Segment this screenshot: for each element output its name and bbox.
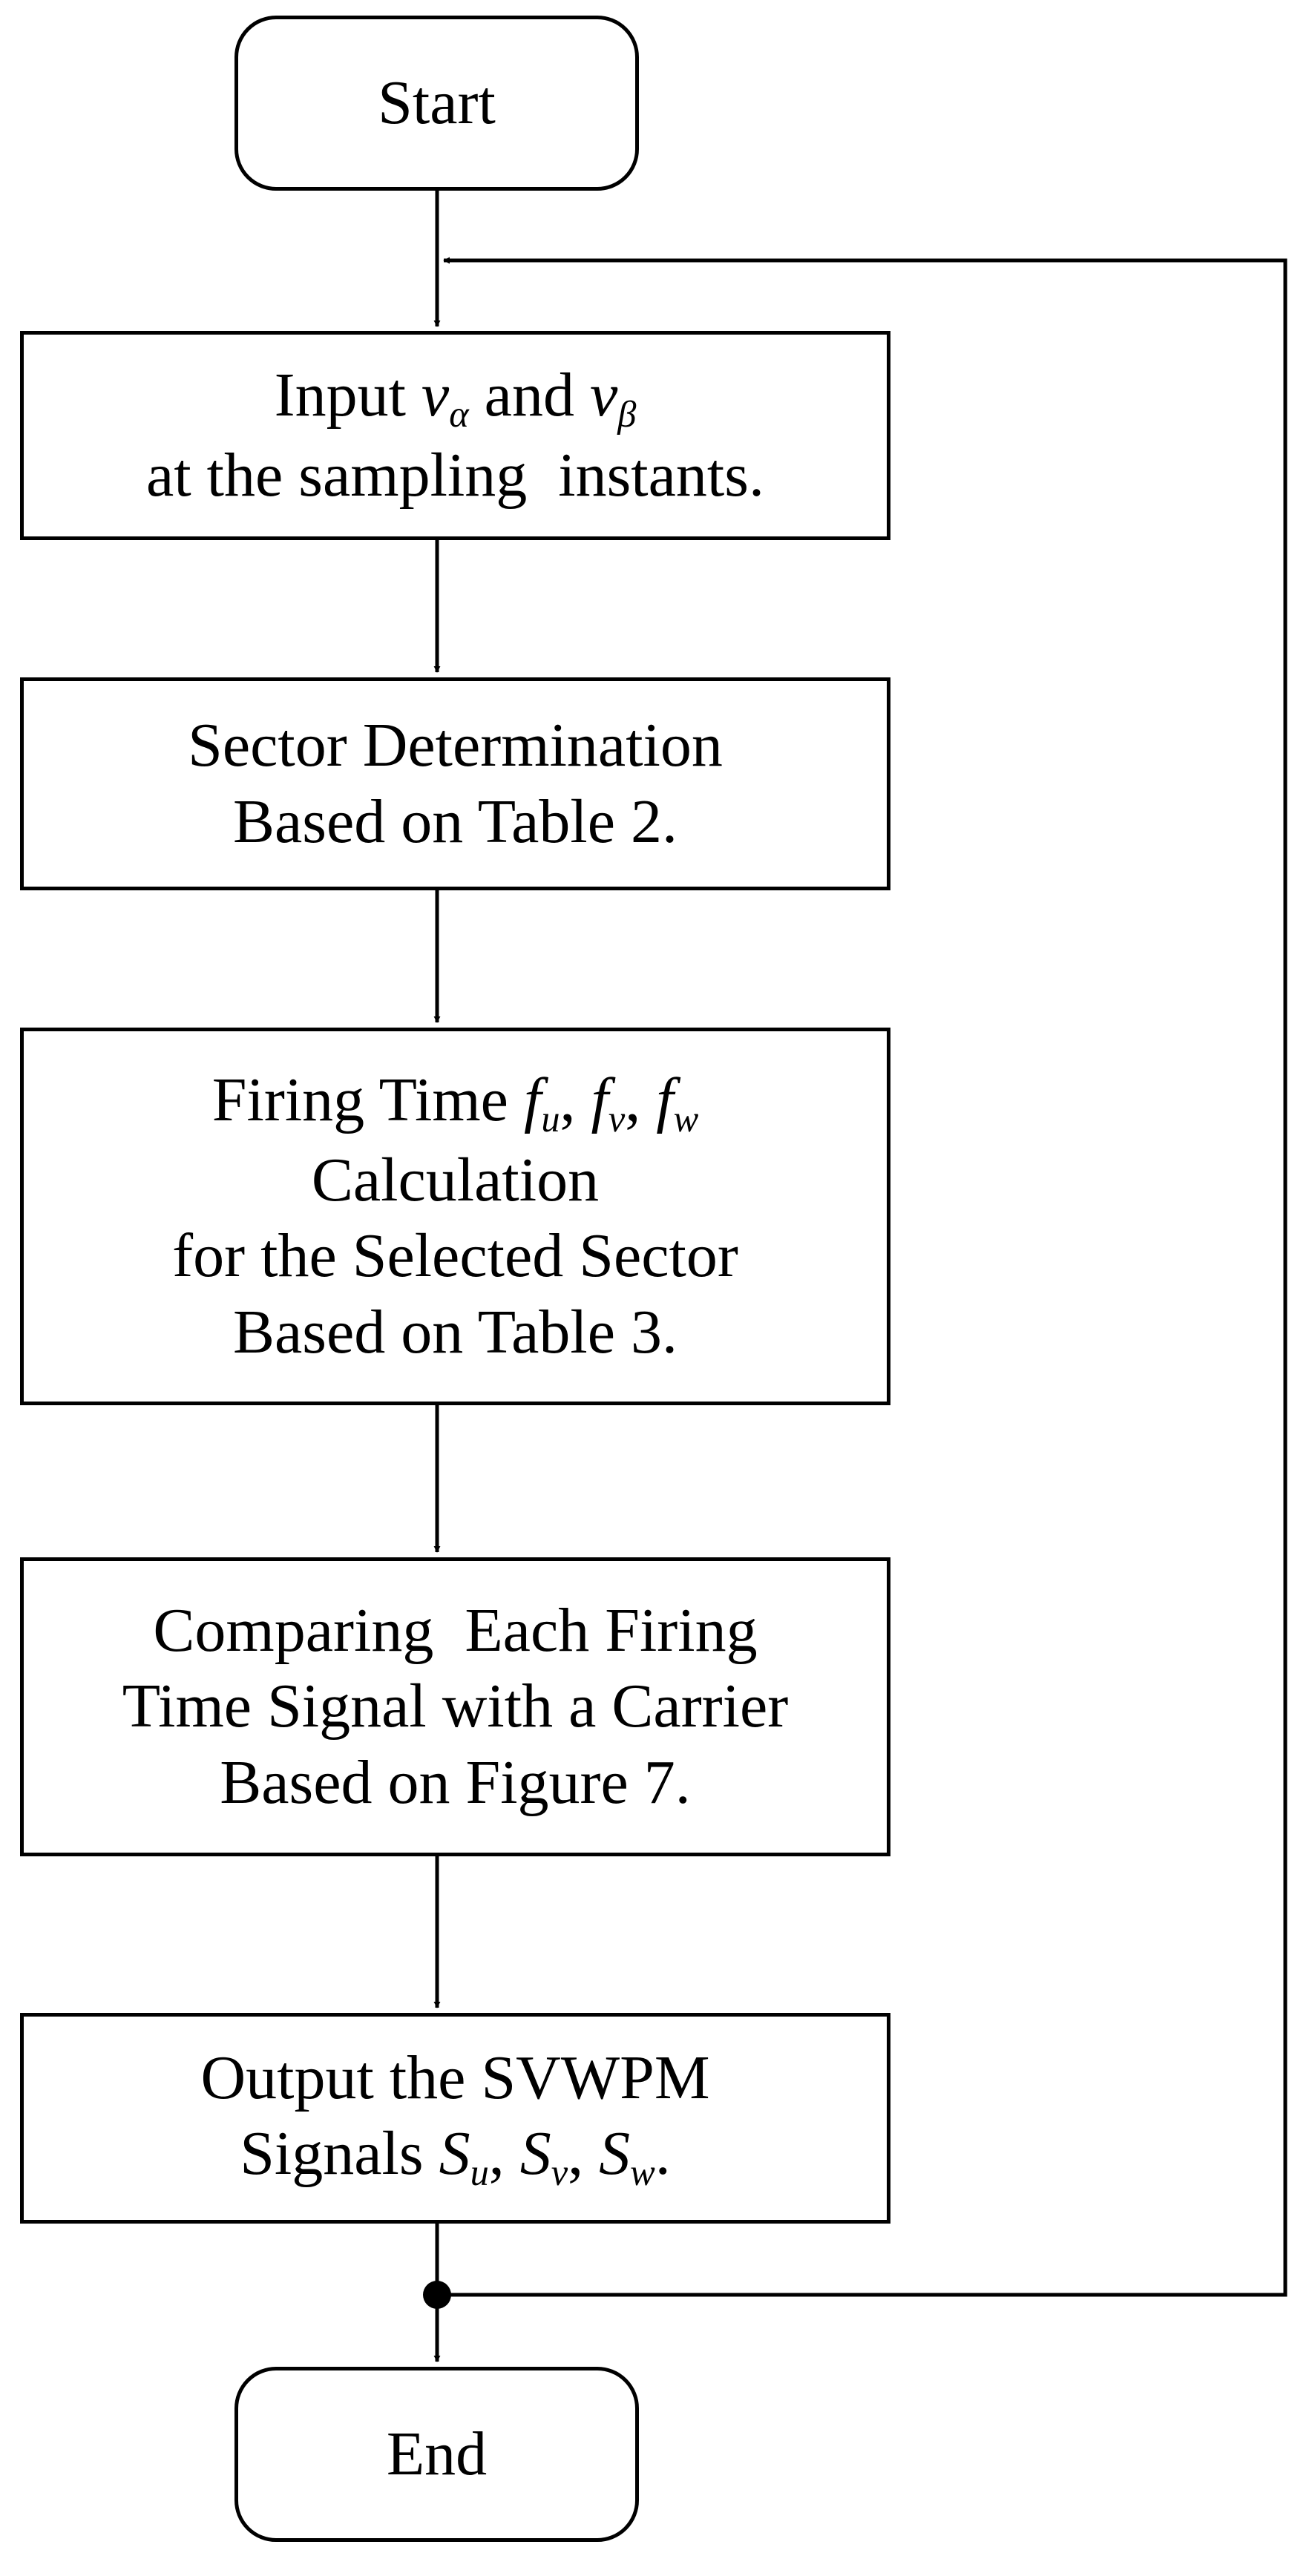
output-line-1: Output the SVWPM — [200, 2043, 710, 2112]
compare-line-2: Time Signal with a Carrier — [122, 1672, 789, 1741]
input-line-1: Input vα and vβ — [275, 358, 637, 438]
period: . — [654, 2119, 671, 2189]
start-terminal: Start — [234, 16, 639, 191]
firing-time-step: Firing Time fu, fv, fw Calculation for t… — [20, 1028, 890, 1405]
beta-subscript: β — [617, 393, 637, 436]
firing-line-4: Based on Table 3. — [232, 1297, 678, 1367]
v-subscript: v — [608, 1098, 626, 1140]
firing-line-1: Firing Time fu, fv, fw — [212, 1062, 698, 1143]
comma: , — [568, 2119, 584, 2189]
signals-word: Signals — [240, 2119, 424, 2189]
output-step: Output the SVWPM Signals Su, Sv, Sw. — [20, 2013, 890, 2224]
f-v-symbol: f — [591, 1065, 608, 1134]
firing-line-2: Calculation — [311, 1145, 600, 1215]
start-label: Start — [378, 68, 496, 137]
end-terminal: End — [234, 2367, 639, 2542]
firing-line-3: for the Selected Sector — [172, 1221, 738, 1291]
end-label: End — [386, 2419, 488, 2488]
v-subscript: v — [551, 2152, 568, 2194]
u-subscript: u — [541, 1098, 560, 1140]
loop-back-line — [437, 257, 1287, 2297]
u-subscript: u — [470, 2152, 489, 2194]
s-w-symbol: S — [599, 2119, 631, 2189]
s-v-symbol: S — [519, 2119, 551, 2189]
firing-time-word: Firing Time — [211, 1065, 508, 1134]
and-word: and — [484, 360, 574, 430]
f-w-symbol: f — [656, 1065, 674, 1134]
v-alpha-symbol: v — [421, 360, 450, 430]
comma: , — [488, 2119, 505, 2189]
sector-line-2: Based on Table 2. — [232, 786, 678, 856]
output-line-2: Signals Su, Sv, Sw. — [240, 2116, 671, 2196]
sector-determination-step: Sector Determination Based on Table 2. — [20, 677, 890, 890]
comma: , — [560, 1065, 576, 1134]
input-line-2: at the sampling instants. — [146, 440, 764, 510]
f-u-symbol: f — [523, 1065, 542, 1134]
sector-line-1: Sector Determination — [188, 711, 723, 781]
comparing-step: Comparing Each Firing Time Signal with a… — [20, 1557, 890, 1856]
input-word: Input — [274, 360, 406, 430]
compare-line-1: Comparing Each Firing — [153, 1595, 758, 1665]
v-beta-symbol: v — [589, 360, 618, 430]
input-step: Input vα and vβ at the sampling instants… — [20, 331, 890, 540]
compare-line-3: Based on Figure 7. — [220, 1747, 691, 1817]
alpha-subscript: α — [449, 393, 469, 436]
comma: , — [625, 1065, 641, 1134]
w-subscript: w — [673, 1098, 699, 1140]
junction-dot — [423, 2281, 451, 2309]
s-u-symbol: S — [439, 2119, 470, 2189]
w-subscript: w — [630, 2152, 655, 2194]
